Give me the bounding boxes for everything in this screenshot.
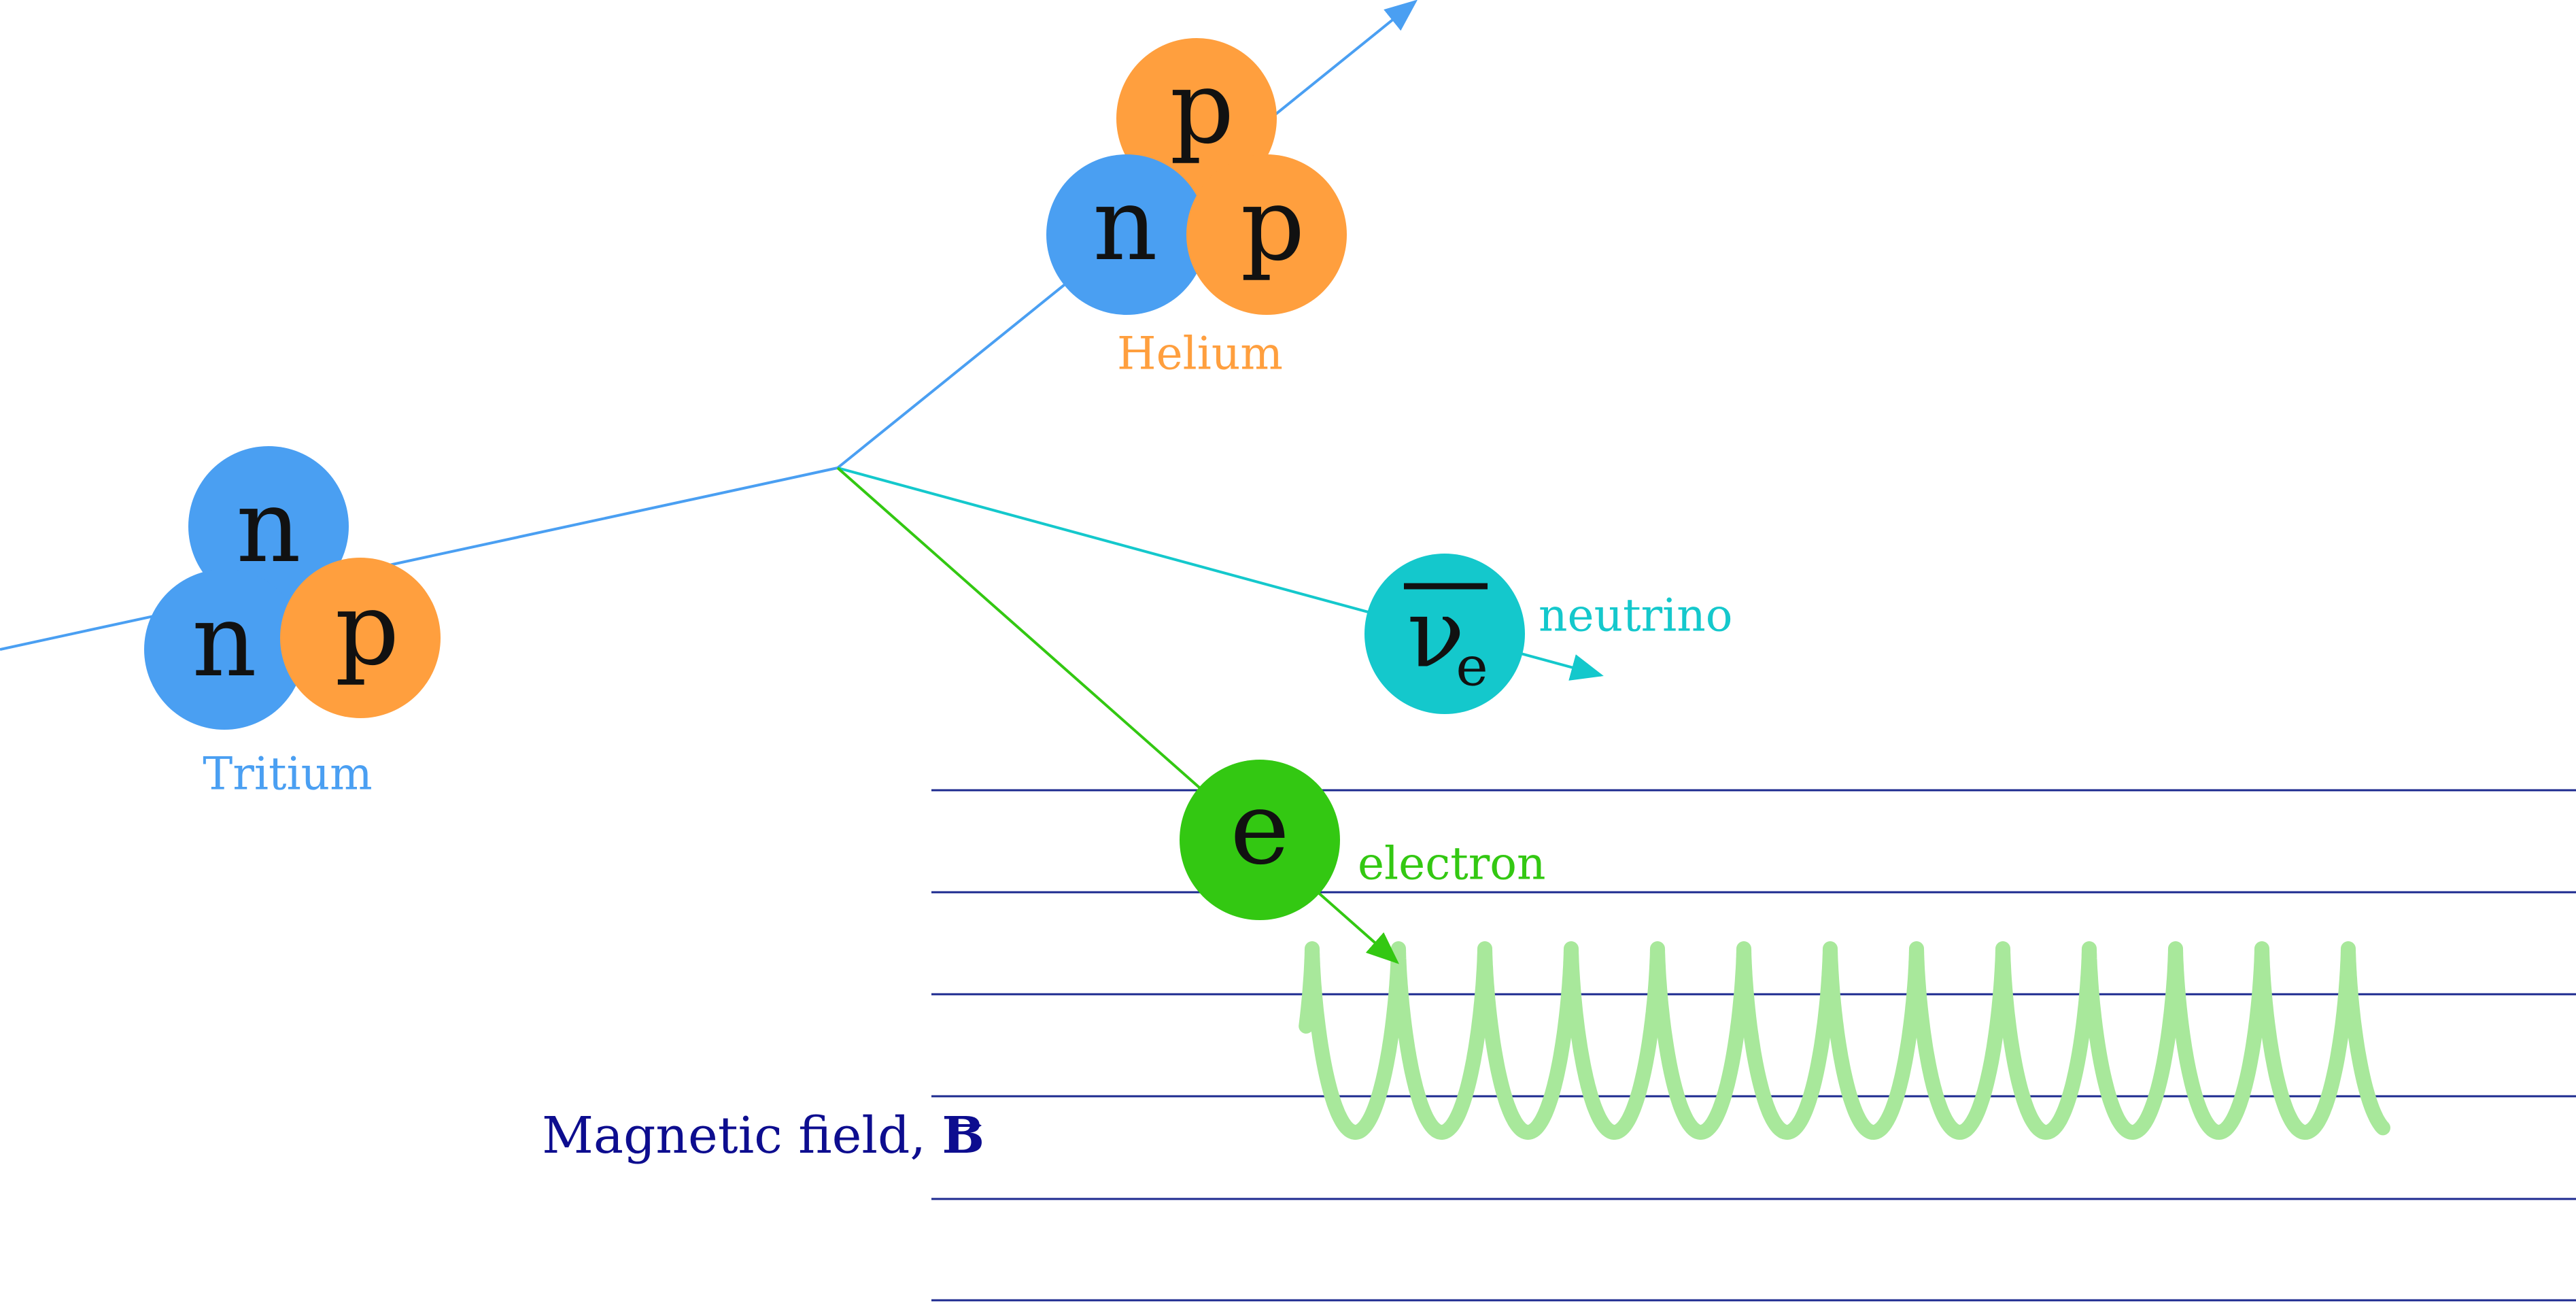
proton-label: p <box>1170 49 1235 166</box>
magnetic-field-text: Magnetic field, <box>542 1106 942 1165</box>
proton <box>1116 38 1277 199</box>
neutrino-symbol: ν <box>1407 579 1464 690</box>
neutron-label: n <box>236 468 300 585</box>
helium-label: Helium <box>1117 328 1283 380</box>
neutrino-circle <box>1364 554 1525 714</box>
proton <box>1186 154 1347 315</box>
proton <box>280 558 441 718</box>
electron-circle <box>1180 760 1340 920</box>
helium-nucleus: p n p Helium <box>1046 38 1347 380</box>
tritium-label: Tritium <box>203 748 372 800</box>
tritium-nucleus: n n p Tritium <box>144 446 441 800</box>
neutron <box>188 446 349 607</box>
neutron-label: n <box>192 582 256 699</box>
electron-helix-path <box>1299 941 2390 1140</box>
tritium-track <box>0 467 838 651</box>
magnetic-field-label: Magnetic field, B <box>542 1106 984 1165</box>
proton-label: p <box>1241 166 1305 283</box>
vector-arrow-icon <box>950 1121 982 1130</box>
electron-symbol: e <box>1230 770 1290 887</box>
neutron <box>1046 154 1207 315</box>
magnetic-field-symbol: B <box>942 1106 984 1165</box>
neutron <box>144 569 305 730</box>
neutron-label: n <box>1093 166 1157 283</box>
electron-label: electron <box>1358 838 1546 890</box>
neutrino-subscript: e <box>1456 635 1488 698</box>
antineutrino: ν e neutrino <box>1364 554 1733 714</box>
neutrino-label: neutrino <box>1539 590 1733 642</box>
proton-label: p <box>335 571 400 688</box>
electron: e electron <box>1180 760 1546 920</box>
svg-text:Magnetic field, B: Magnetic field, B <box>542 1106 984 1165</box>
